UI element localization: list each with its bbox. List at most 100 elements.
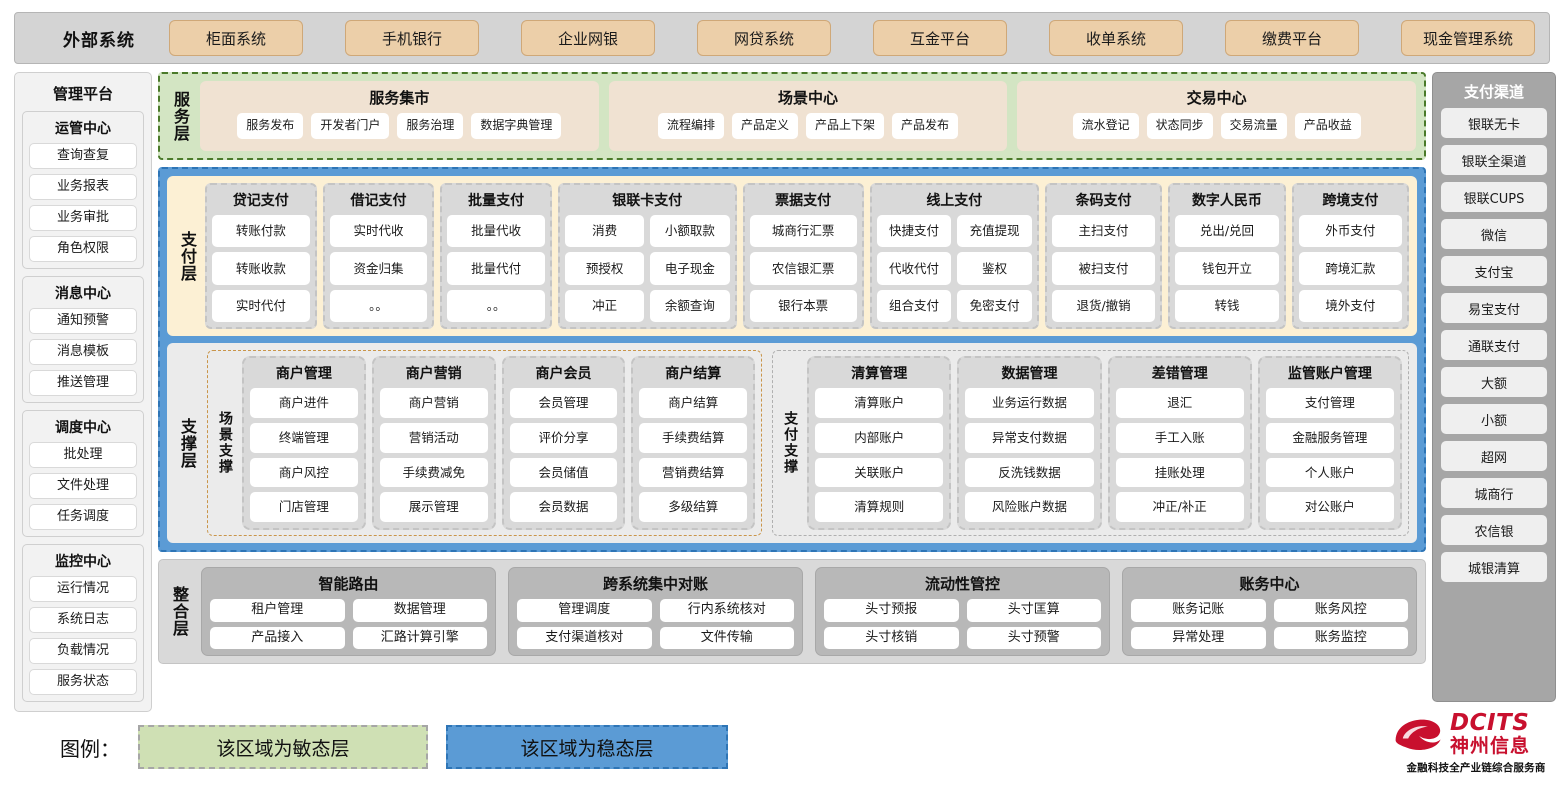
integration-item[interactable]: 头寸预报 <box>824 599 959 622</box>
external-system-chip[interactable]: 互金平台 <box>873 20 1007 56</box>
payment-item[interactable]: 消费 <box>564 215 645 248</box>
integration-item[interactable]: 头寸预警 <box>966 626 1101 649</box>
integration-item[interactable]: 异常处理 <box>1131 626 1266 649</box>
payment-channel-item[interactable]: 超网 <box>1441 441 1547 471</box>
payment-item[interactable]: 退货/撤销 <box>1051 289 1156 322</box>
support-item[interactable]: 业务运行数据 <box>965 388 1094 418</box>
management-item[interactable]: 消息模板 <box>29 339 137 365</box>
payment-item[interactable]: 电子现金 <box>650 252 730 285</box>
support-item[interactable]: 展示管理 <box>379 492 488 522</box>
payment-item[interactable]: 冲正 <box>564 289 645 322</box>
payment-item[interactable]: 跨境汇款 <box>1298 252 1403 285</box>
payment-item[interactable]: 农信银汇票 <box>749 252 857 285</box>
payment-channel-item[interactable]: 大额 <box>1441 367 1547 397</box>
payment-item[interactable]: 实时代付 <box>212 289 310 322</box>
support-item[interactable]: 商户进件 <box>250 388 358 418</box>
service-item[interactable]: 服务发布 <box>237 113 304 139</box>
integration-item[interactable]: 账务风控 <box>1273 599 1408 622</box>
payment-channel-item[interactable]: 银联全渠道 <box>1441 145 1547 175</box>
payment-item[interactable]: 境外支付 <box>1298 289 1403 322</box>
payment-item[interactable]: 充值提现 <box>957 215 1032 248</box>
support-item[interactable]: 手续费结算 <box>639 422 748 453</box>
payment-item[interactable]: 免密支付 <box>957 289 1032 322</box>
payment-channel-item[interactable]: 微信 <box>1441 219 1547 249</box>
support-item[interactable]: 反洗钱数据 <box>965 457 1094 488</box>
payment-item[interactable]: 城商行汇票 <box>749 215 857 248</box>
integration-item[interactable]: 支付渠道核对 <box>517 626 652 649</box>
external-system-chip[interactable]: 企业网银 <box>521 20 655 56</box>
service-item[interactable]: 流程编排 <box>657 113 724 139</box>
management-item[interactable]: 批处理 <box>29 442 137 468</box>
support-item[interactable]: 清算账户 <box>815 388 944 418</box>
management-item[interactable]: 运行情况 <box>29 576 137 602</box>
payment-item[interactable]: 转账付款 <box>212 215 310 248</box>
service-item[interactable]: 流水登记 <box>1072 113 1139 139</box>
service-item[interactable]: 产品上下架 <box>806 113 885 139</box>
support-item[interactable]: 异常支付数据 <box>965 422 1094 453</box>
payment-channel-item[interactable]: 通联支付 <box>1441 330 1547 360</box>
support-item[interactable]: 商户风控 <box>250 457 358 488</box>
support-item[interactable]: 冲正/补正 <box>1115 492 1244 522</box>
support-item[interactable]: 退汇 <box>1115 388 1244 418</box>
payment-item[interactable]: 代收代付 <box>876 252 952 285</box>
service-item[interactable]: 产品定义 <box>731 113 798 139</box>
integration-item[interactable]: 行内系统核对 <box>659 599 794 622</box>
support-item[interactable]: 多级结算 <box>639 492 748 522</box>
management-item[interactable]: 推送管理 <box>29 370 137 396</box>
integration-item[interactable]: 账务记账 <box>1131 599 1266 622</box>
management-item[interactable]: 业务报表 <box>29 174 137 200</box>
support-item[interactable]: 对公账户 <box>1265 492 1395 522</box>
payment-item[interactable]: 预授权 <box>564 252 645 285</box>
payment-item[interactable]: 银行本票 <box>749 289 857 322</box>
support-item[interactable]: 会员管理 <box>509 388 618 418</box>
integration-item[interactable]: 头寸匡算 <box>966 599 1101 622</box>
integration-item[interactable]: 数据管理 <box>352 599 487 622</box>
external-system-chip[interactable]: 网贷系统 <box>697 20 831 56</box>
management-item[interactable]: 角色权限 <box>29 236 137 262</box>
external-system-chip[interactable]: 现金管理系统 <box>1401 20 1535 56</box>
service-item[interactable]: 开发者门户 <box>311 113 390 139</box>
integration-item[interactable]: 文件传输 <box>659 626 794 649</box>
support-item[interactable]: 终端管理 <box>250 422 358 453</box>
payment-channel-item[interactable]: 小额 <box>1441 404 1547 434</box>
support-item[interactable]: 关联账户 <box>815 457 944 488</box>
support-item[interactable]: 个人账户 <box>1265 457 1395 488</box>
payment-item[interactable]: 批量代付 <box>447 252 545 285</box>
integration-item[interactable]: 头寸核销 <box>824 626 959 649</box>
payment-item[interactable]: 组合支付 <box>876 289 952 322</box>
payment-item[interactable]: 主扫支付 <box>1051 215 1156 248</box>
service-item[interactable]: 状态同步 <box>1146 113 1213 139</box>
payment-item[interactable]: 转账收款 <box>212 252 310 285</box>
support-item[interactable]: 门店管理 <box>250 492 358 522</box>
support-item[interactable]: 手续费减免 <box>379 457 488 488</box>
service-item[interactable]: 数据字典管理 <box>471 113 562 139</box>
support-item[interactable]: 会员储值 <box>509 457 618 488</box>
payment-item[interactable]: 外币支付 <box>1298 215 1403 248</box>
integration-item[interactable]: 租户管理 <box>210 599 345 622</box>
management-item[interactable]: 文件处理 <box>29 473 137 499</box>
payment-item[interactable]: 实时代收 <box>329 215 428 248</box>
support-item[interactable]: 商户营销 <box>379 388 488 418</box>
support-item[interactable]: 金融服务管理 <box>1265 422 1395 453</box>
payment-item[interactable]: 转钱 <box>1175 289 1279 322</box>
payment-channel-item[interactable]: 易宝支付 <box>1441 293 1547 323</box>
payment-item[interactable]: 兑出/兑回 <box>1175 215 1279 248</box>
payment-channel-item[interactable]: 银联CUPS <box>1441 182 1547 212</box>
payment-item[interactable]: 鉴权 <box>957 252 1032 285</box>
management-item[interactable]: 服务状态 <box>29 669 137 695</box>
payment-item[interactable]: 钱包开立 <box>1175 252 1279 285</box>
payment-item[interactable]: 。。 <box>329 289 428 322</box>
support-item[interactable]: 营销费结算 <box>639 457 748 488</box>
payment-channel-item[interactable]: 城银清算 <box>1441 552 1547 582</box>
integration-item[interactable]: 账务监控 <box>1273 626 1408 649</box>
payment-item[interactable]: 。。 <box>447 289 545 322</box>
payment-item[interactable]: 批量代收 <box>447 215 545 248</box>
support-item[interactable]: 会员数据 <box>509 492 618 522</box>
service-item[interactable]: 服务治理 <box>397 113 464 139</box>
service-item[interactable]: 产品收益 <box>1294 113 1361 139</box>
management-item[interactable]: 查询查复 <box>29 143 137 169</box>
external-system-chip[interactable]: 缴费平台 <box>1225 20 1359 56</box>
support-item[interactable]: 商户结算 <box>639 388 748 418</box>
external-system-chip[interactable]: 手机银行 <box>345 20 479 56</box>
integration-item[interactable]: 管理调度 <box>517 599 652 622</box>
